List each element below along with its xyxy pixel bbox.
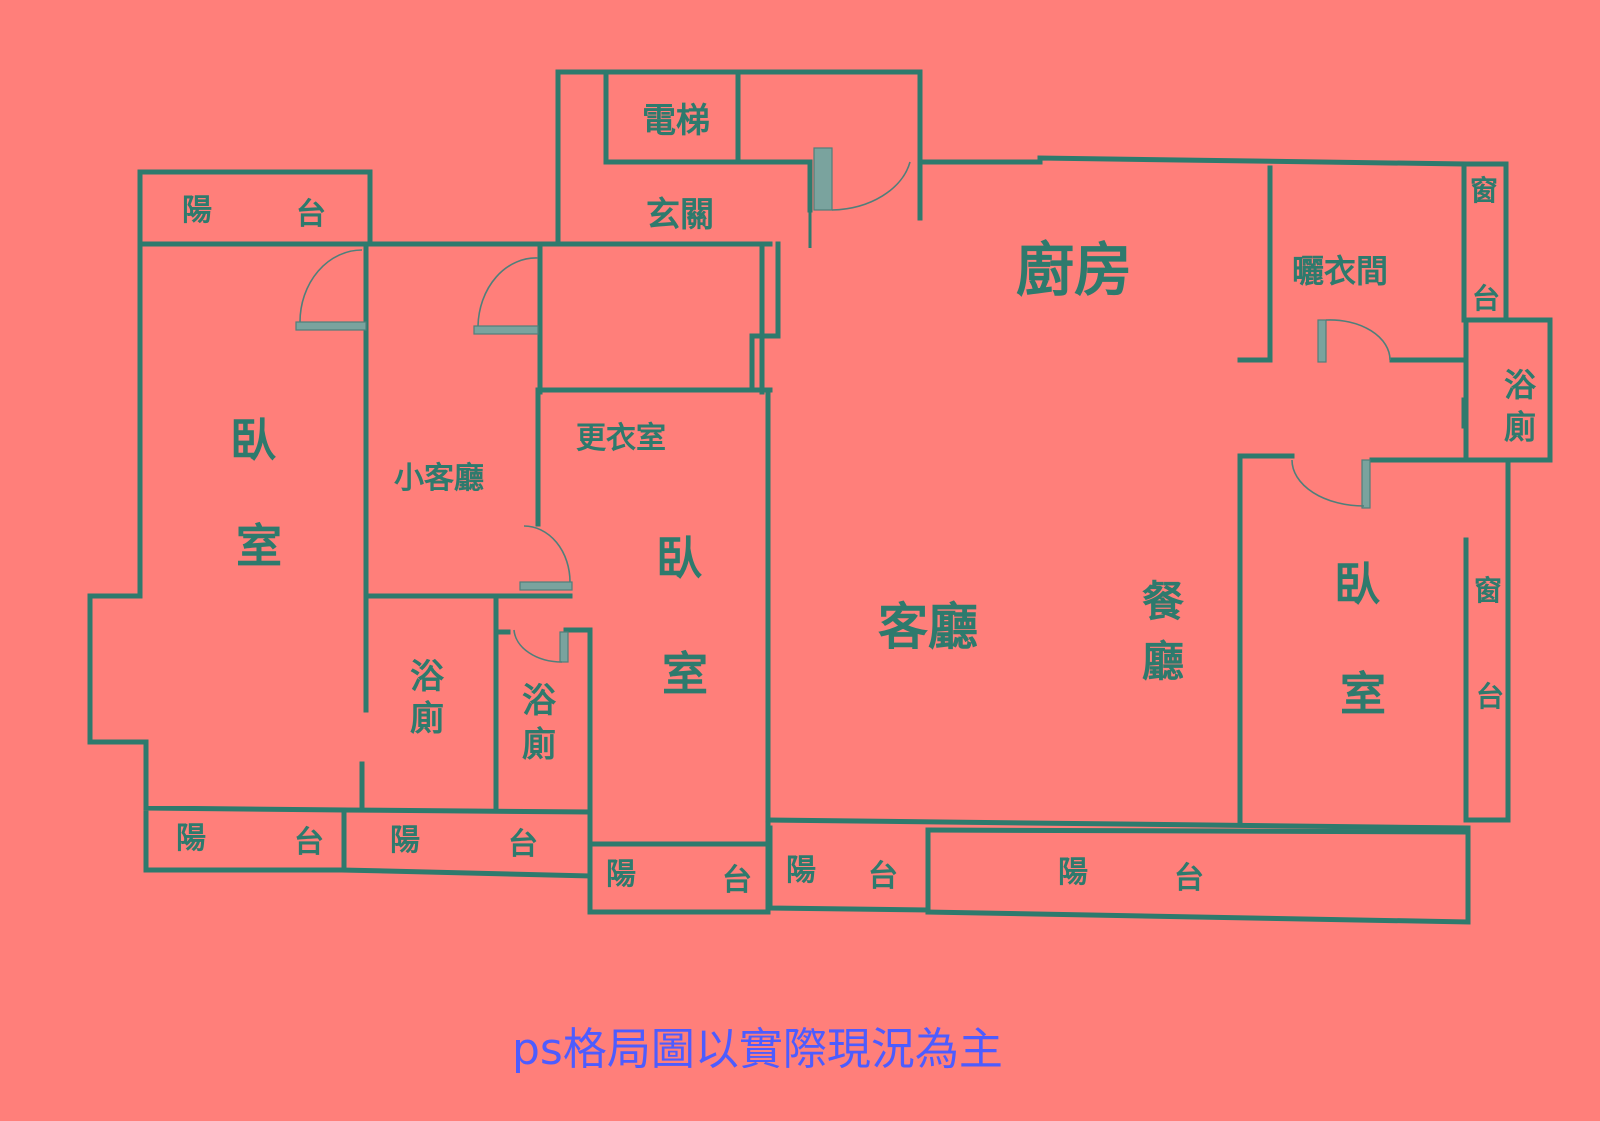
wall-balcony-top-left [137, 169, 373, 247]
svg-text:浴: 浴 [1504, 366, 1537, 404]
door-entrance [813, 147, 911, 211]
kitchen-label: 廚房 [1016, 236, 1132, 304]
svg-text:台: 台 [1174, 861, 1204, 896]
svg-text:陽: 陽 [182, 193, 212, 228]
svg-text:台: 台 [294, 825, 324, 860]
svg-text:窗: 窗 [1470, 174, 1498, 207]
balcony-bottom-2-label: 陽 台 [390, 823, 538, 862]
wall-left-outer [87, 241, 149, 811]
walls [87, 69, 1553, 925]
svg-text:陽: 陽 [176, 821, 206, 856]
svg-text:台: 台 [1476, 680, 1504, 713]
elevator-label: 電梯 [642, 101, 710, 141]
wall-window-right [1463, 457, 1511, 823]
bedroom-left-label: 臥 室 [230, 413, 282, 573]
wall-closet-left [1237, 165, 1273, 363]
svg-text:陽: 陽 [786, 853, 816, 888]
door-bath-2 [513, 629, 569, 663]
svg-text:餐: 餐 [1142, 577, 1185, 626]
doors [295, 147, 1391, 663]
balcony-bottom-1-label: 陽 台 [176, 821, 324, 860]
svg-text:臥: 臥 [656, 531, 702, 585]
wall-balcony-b2 [341, 807, 593, 879]
balcony-bottom-3-label: 陽 台 [606, 857, 752, 898]
disclaimer-note: ps格局圖以實際現況為主 [512, 1024, 1003, 1075]
svg-text:浴: 浴 [522, 681, 557, 721]
balcony-bottom-4-label: 陽 台 [786, 853, 898, 894]
wall-elevator [603, 69, 741, 165]
svg-text:陽: 陽 [1058, 855, 1088, 890]
door-dressing [519, 525, 573, 591]
balcony-bottom-5-label: 陽 台 [1058, 855, 1204, 896]
window-top-label: 窗 台 [1470, 174, 1500, 315]
svg-text:臥: 臥 [1334, 557, 1380, 611]
door-bedroom-left [295, 249, 367, 331]
balcony-top-left-label: 陽 台 [182, 193, 326, 232]
wall-balcony-b4 [767, 825, 931, 913]
svg-text:台: 台 [296, 197, 326, 232]
svg-text:室: 室 [1340, 667, 1386, 721]
window-right-label: 窗 台 [1474, 574, 1504, 713]
door-closet [1317, 319, 1391, 363]
wall-corridor-right [749, 241, 781, 389]
svg-text:廁: 廁 [522, 725, 556, 765]
svg-text:台: 台 [508, 827, 538, 862]
svg-text:陽: 陽 [390, 823, 420, 858]
svg-text:浴: 浴 [410, 657, 445, 697]
svg-text:廁: 廁 [410, 699, 444, 739]
bath-2-label: 浴 廁 [522, 681, 557, 765]
svg-text:窗: 窗 [1474, 574, 1502, 607]
svg-text:廁: 廁 [1504, 408, 1536, 446]
wall-balcony-b5 [925, 827, 1471, 925]
wall-kitchen-top [917, 155, 1467, 323]
small-living-label: 小客廳 [394, 461, 484, 496]
entrance-label: 玄關 [646, 195, 714, 235]
bath-right-label: 浴 廁 [1504, 366, 1537, 446]
svg-text:廳: 廳 [1142, 637, 1184, 686]
closet-label: 曬衣間 [1292, 252, 1388, 290]
wall-living-bottom [765, 817, 1471, 831]
svg-text:臥: 臥 [230, 413, 276, 467]
svg-text:台: 台 [1472, 282, 1500, 315]
wall-bath2-right [563, 627, 593, 815]
door-bedroom-right [1291, 459, 1371, 509]
svg-text:台: 台 [868, 859, 898, 894]
room-labels: 陽 台 電梯 玄關 廚房 曬衣間 窗 台 浴 廁 臥 室 小客廳 更衣室 臥 室… [176, 101, 1537, 898]
wall-entrance-right [735, 159, 813, 213]
svg-text:室: 室 [236, 519, 282, 573]
door-small-living [473, 257, 539, 335]
bedroom-middle-label: 臥 室 [656, 531, 708, 701]
living-room-label: 客廳 [878, 598, 978, 656]
bath-1-label: 浴 廁 [410, 657, 445, 739]
bedroom-right-label: 臥 室 [1334, 557, 1386, 721]
svg-text:室: 室 [662, 647, 708, 701]
svg-text:台: 台 [722, 863, 752, 898]
dining-room-label: 餐 廳 [1142, 577, 1185, 686]
svg-text:陽: 陽 [606, 857, 636, 892]
wall-window-top [1461, 161, 1509, 323]
dressing-label: 更衣室 [576, 421, 666, 456]
